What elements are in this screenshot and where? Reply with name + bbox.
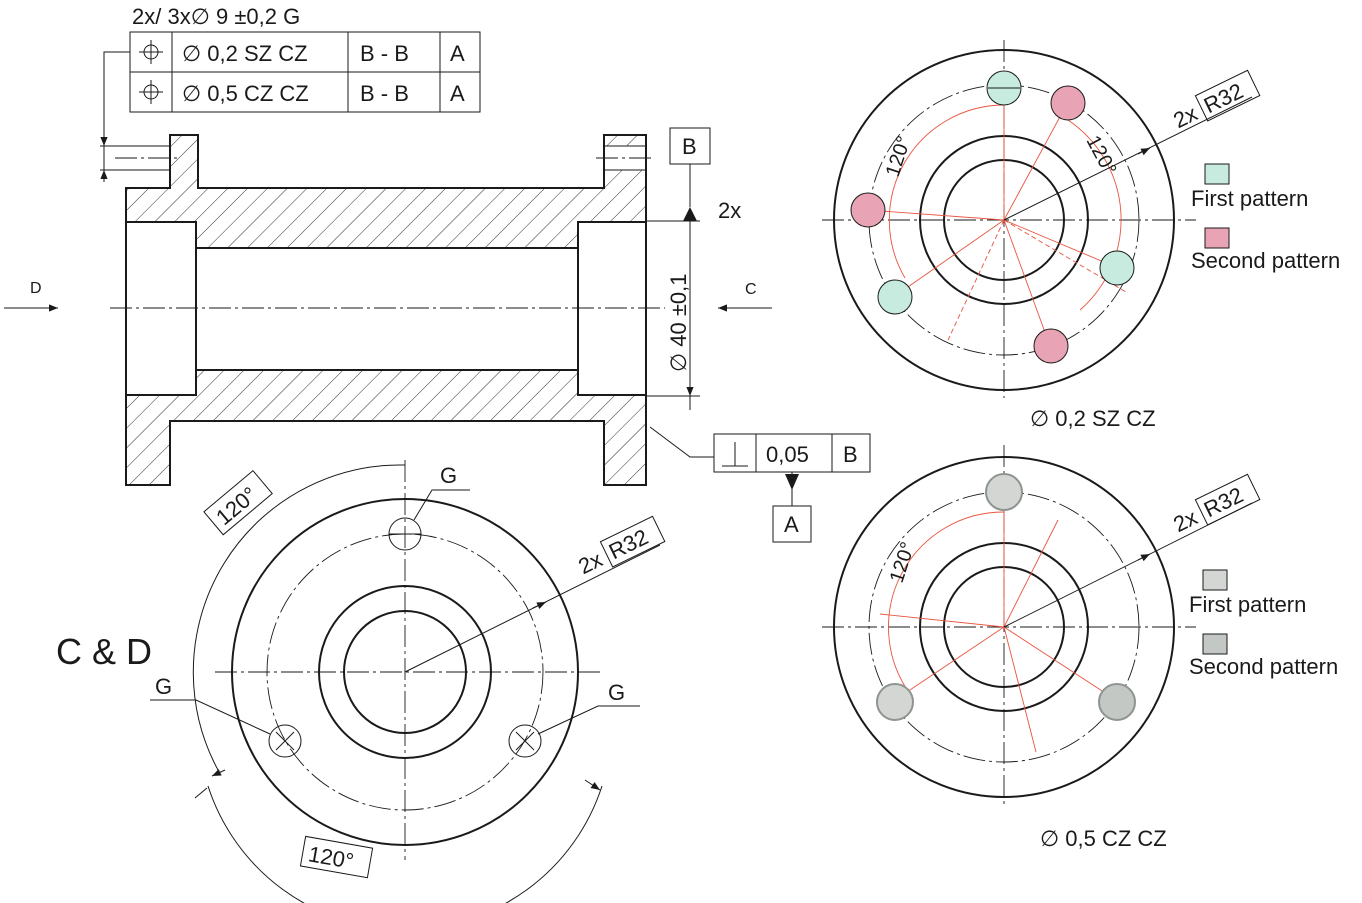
pattern1-angle-left: 120° bbox=[882, 133, 916, 179]
legend-swatch-second bbox=[1204, 227, 1230, 249]
pattern2-angle-left: 120° bbox=[886, 539, 920, 585]
datum-a-label: A bbox=[784, 512, 799, 537]
legend-label-first: First pattern bbox=[1191, 186, 1308, 211]
view-d-label: D bbox=[30, 280, 42, 297]
pattern1-view: 120° 120° 2x R32 First pattern Second pa… bbox=[822, 40, 1340, 431]
fcf-row1-tol: ∅ 0,2 SZ CZ bbox=[182, 41, 308, 66]
legend-swatch-second bbox=[1202, 633, 1228, 655]
pattern2-view: 120° 2x R32 First pattern Second pattern… bbox=[822, 445, 1338, 851]
count-2x: 2x bbox=[718, 198, 741, 223]
angle-label-top: 120° bbox=[211, 482, 262, 530]
hole-label-left: G bbox=[155, 674, 172, 699]
lower-wall-hatch bbox=[125, 369, 647, 486]
hole-callout-text: 2x/ 3x∅ 9 ±0,2 G bbox=[132, 4, 300, 29]
legend-swatch-first bbox=[1202, 569, 1228, 591]
pattern2-hole bbox=[1098, 683, 1136, 721]
hole-callout: 2x/ 3x∅ 9 ±0,2 G bbox=[100, 4, 300, 182]
fcf-row1-datum2: A bbox=[450, 41, 465, 66]
fcf-row1-datums: B - B bbox=[360, 41, 409, 66]
datum-b-label: B bbox=[682, 134, 697, 159]
pattern2-radius: R32 bbox=[1200, 482, 1247, 522]
view-arrow-d: D bbox=[4, 280, 58, 312]
pattern1-caption: ∅ 0,2 SZ CZ bbox=[1030, 406, 1156, 431]
upper-wall-hatch bbox=[125, 134, 647, 249]
pattern2-legend: First pattern Second pattern bbox=[1189, 569, 1338, 679]
pattern1-radius: R32 bbox=[1200, 78, 1247, 118]
angle-label-bottom: 120° bbox=[307, 841, 356, 874]
pattern2-radius-prefix: 2x bbox=[1169, 505, 1201, 538]
pattern2-hole bbox=[876, 683, 914, 721]
diameter-dimension: B 2x ∅ 40 ±0,1 bbox=[646, 127, 741, 410]
radius-value: R32 bbox=[605, 524, 652, 564]
perpendicularity-fcf: 0,05 B A bbox=[649, 426, 871, 543]
perpendicular-symbol-icon bbox=[722, 442, 748, 467]
front-view: G G G 120° 120° 2x R32 C & D bbox=[56, 460, 666, 903]
position-symbol-icon bbox=[139, 80, 163, 104]
perp-tol: 0,05 bbox=[766, 442, 809, 467]
pattern2-caption: ∅ 0,5 CZ CZ bbox=[1040, 826, 1167, 851]
hole-left bbox=[268, 724, 302, 758]
legend2-label-second: Second pattern bbox=[1189, 654, 1338, 679]
view-arrow-c: C bbox=[718, 281, 772, 312]
hole-right bbox=[508, 724, 542, 758]
pattern2-construction bbox=[879, 498, 1117, 753]
diameter-value: ∅ 40 ±0,1 bbox=[666, 273, 691, 372]
view-title: C & D bbox=[56, 631, 152, 672]
legend-label-second: Second pattern bbox=[1191, 248, 1340, 273]
position-symbol-icon bbox=[139, 40, 163, 64]
hole-top bbox=[388, 517, 422, 551]
fcf-row2-datum2: A bbox=[450, 81, 465, 106]
section-view bbox=[110, 134, 665, 486]
perp-datum: B bbox=[843, 442, 858, 467]
pattern1-hole-second bbox=[850, 192, 886, 228]
legend2-label-first: First pattern bbox=[1189, 592, 1306, 617]
pattern1-legend: First pattern Second pattern bbox=[1191, 163, 1340, 273]
legend-swatch-first bbox=[1204, 163, 1230, 185]
pattern1-hole-first bbox=[877, 279, 913, 315]
pattern2-hole bbox=[985, 473, 1023, 511]
fcf-row2-tol: ∅ 0,5 CZ CZ bbox=[182, 81, 309, 106]
pattern1-hole-first bbox=[1099, 250, 1135, 286]
pattern1-hole-second bbox=[1050, 85, 1086, 121]
fcf-row2-datums: B - B bbox=[360, 81, 409, 106]
pattern1-hole-second bbox=[1033, 328, 1069, 364]
hole-label-right: G bbox=[608, 680, 625, 705]
view-c-label: C bbox=[745, 281, 757, 298]
pattern1-radius-prefix: 2x bbox=[1169, 101, 1201, 134]
hole-label-top: G bbox=[440, 463, 457, 488]
position-fcf: ∅ 0,2 SZ CZ B - B A ∅ 0,5 CZ CZ B - B A bbox=[129, 31, 481, 113]
pattern1-construction bbox=[867, 88, 1127, 347]
